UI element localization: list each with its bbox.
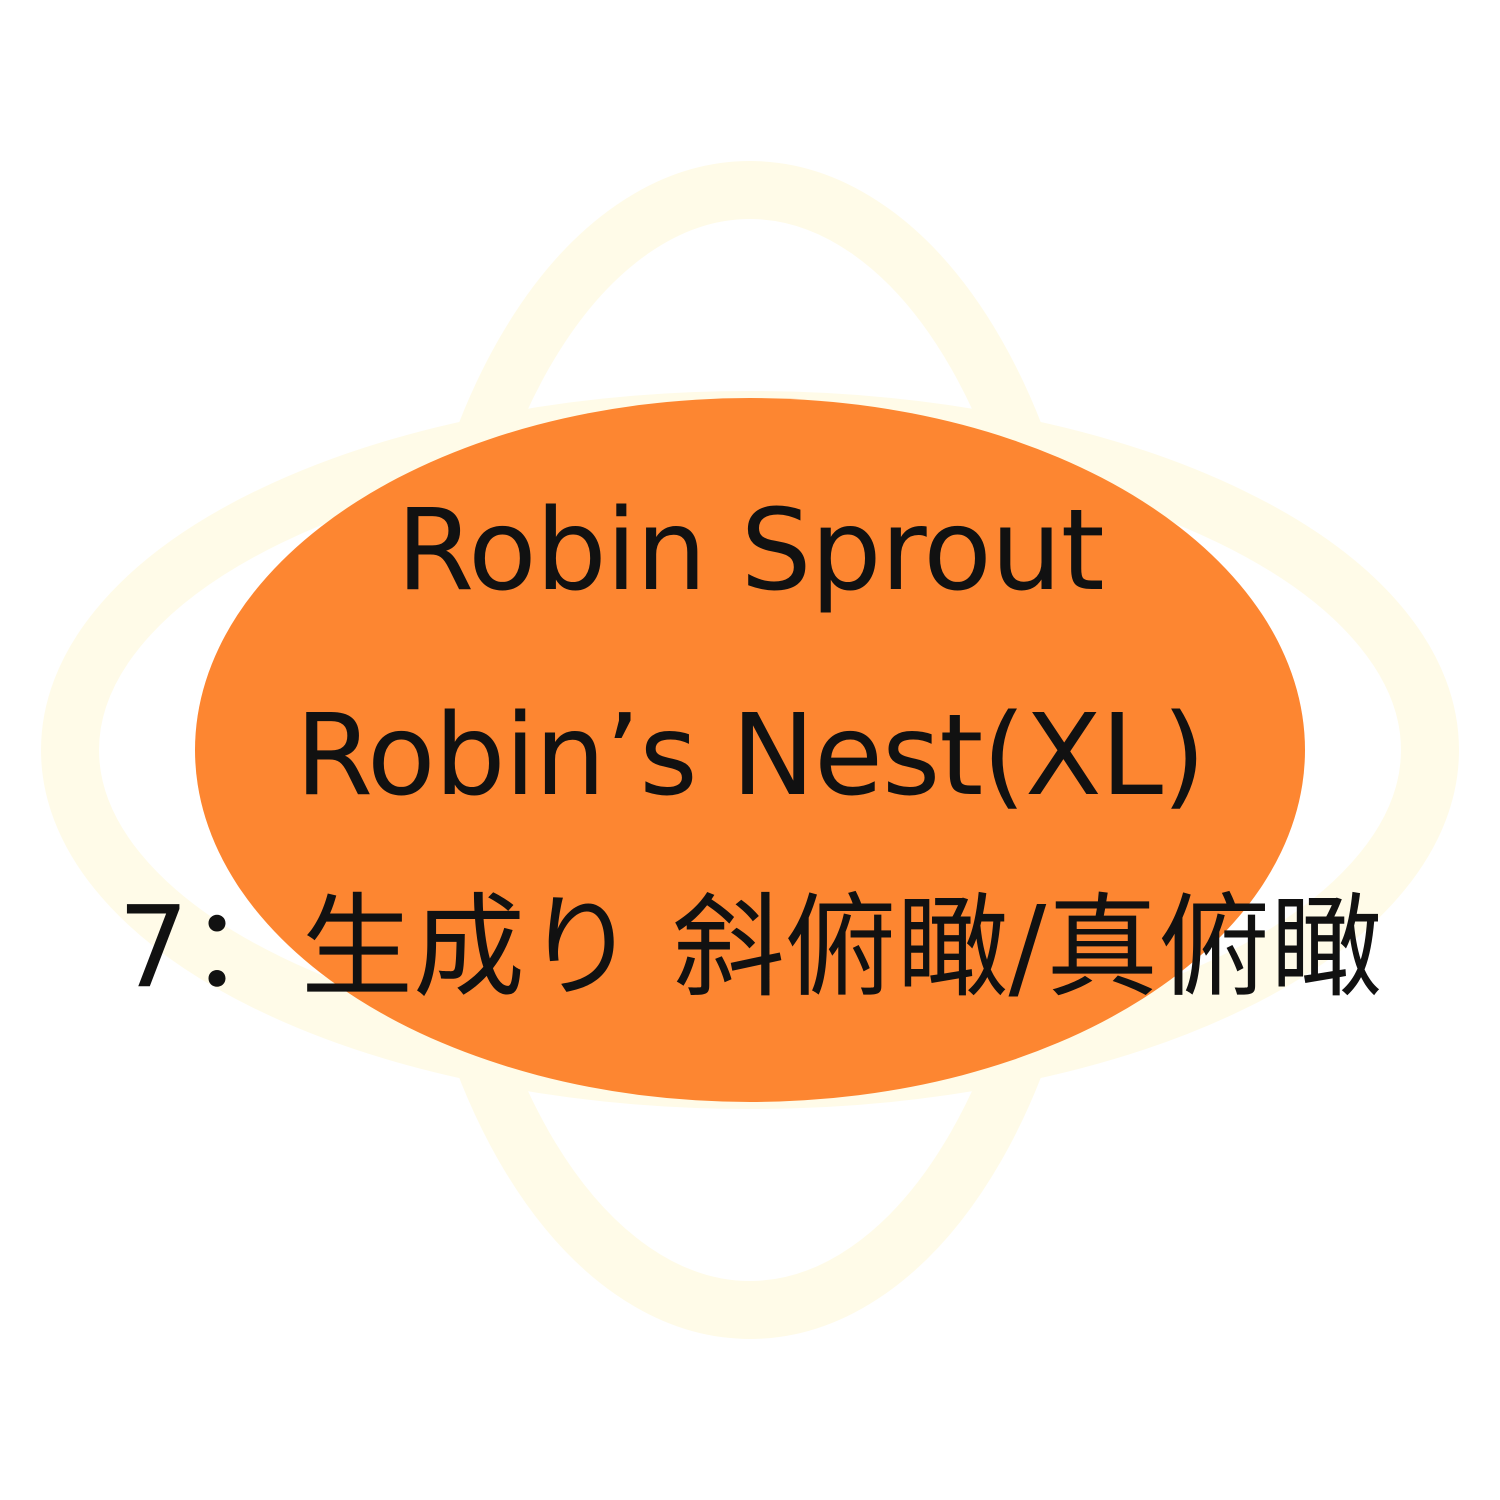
product-name-line: Robin Sprout	[396, 486, 1104, 616]
orange-oval-shape	[195, 398, 1305, 1102]
variant-view-line: 7：生成り 斜俯瞰/真俯瞰	[117, 883, 1383, 1013]
product-size-line: Robin’s Nest(XL)	[295, 691, 1206, 821]
